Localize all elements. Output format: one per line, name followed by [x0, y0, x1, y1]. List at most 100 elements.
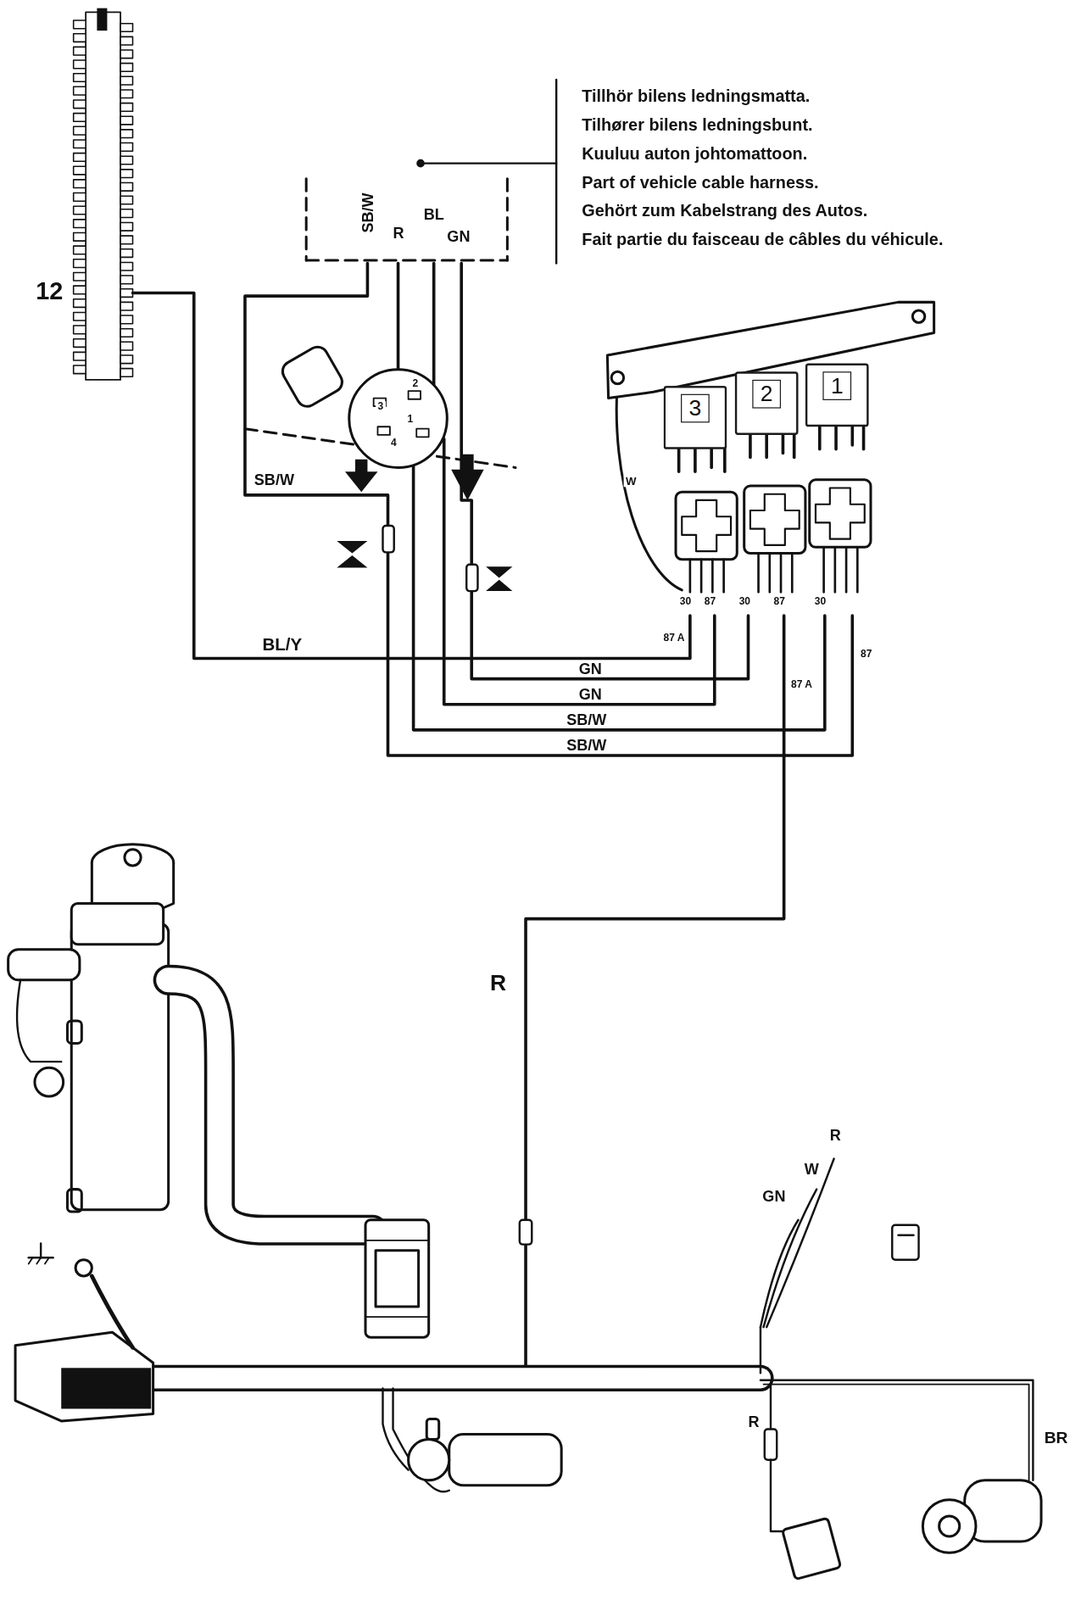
heater-unit-part [71, 924, 168, 1210]
relay-bracket-part [912, 310, 925, 323]
light-switch-part [377, 426, 390, 435]
water-pump [408, 1419, 563, 1486]
terminal-tab [120, 156, 133, 165]
pin-number: 2 [410, 378, 421, 390]
relay-pins-part [851, 424, 855, 446]
terminal-tab [120, 143, 133, 152]
note-text: Kuuluu auton johtomattoon. [579, 144, 810, 162]
relay-pins-part [693, 446, 697, 472]
terminal-tab [73, 46, 86, 56]
terminal-tab [73, 166, 86, 175]
pin-name: 30 [736, 596, 753, 607]
light-switch-part [408, 390, 421, 400]
terminal-tab [73, 259, 86, 268]
terminal-tab [120, 169, 133, 179]
thin-wires-part [382, 1387, 408, 1470]
terminal-tab [73, 272, 86, 281]
light-switch-part [278, 343, 346, 411]
water-pump-part [408, 1439, 450, 1481]
wires-part [133, 293, 691, 659]
small-module-part [782, 1517, 842, 1579]
relay-pins-part [818, 424, 822, 450]
wire-color: SB/W [359, 189, 375, 235]
pin-name: 87 [858, 649, 875, 660]
harness-connector [365, 1220, 430, 1338]
thin-wires-part [393, 1387, 450, 1492]
cable-clip [891, 1225, 919, 1260]
control-unit-part [61, 1367, 151, 1409]
terminal-tab [120, 328, 133, 338]
terminal-tab [120, 63, 133, 73]
fuel-pump-part [922, 1499, 976, 1554]
thin-wires-part [770, 1459, 786, 1532]
light-switch [278, 343, 485, 501]
socket-lead [780, 553, 783, 593]
heater-unit-part [71, 903, 163, 945]
pin-name: 30 [812, 596, 828, 607]
connector-symbols [336, 540, 513, 591]
harness-boundary-dashed [245, 178, 516, 469]
terminal-tab [73, 20, 86, 29]
relay-pins-part [834, 424, 838, 450]
connector-symbols-part [485, 579, 513, 591]
terminal-strip-part [96, 8, 107, 31]
terminal-tab [120, 89, 133, 99]
note-text: Part of vehicle cable harness. [579, 173, 821, 191]
relay-box: 3 [663, 385, 728, 450]
terminal-tab [73, 139, 86, 149]
note-text: Fait partie du faisceau de câbles du véh… [579, 230, 946, 248]
wire-color: W [624, 475, 639, 487]
harness-tube [153, 980, 761, 1379]
wire-color: GN [445, 228, 473, 245]
socket-lead [822, 546, 825, 592]
control-unit-part [44, 1257, 50, 1264]
pin-number: 1 [405, 414, 416, 425]
harness-boundary-dashed-part [306, 259, 508, 262]
terminal-tab [73, 126, 86, 135]
terminal-tab [120, 183, 133, 192]
socket-cavity [750, 494, 800, 546]
harness-tube-part [168, 980, 374, 1231]
terminal-tab [120, 23, 133, 33]
terminal-tab [73, 339, 86, 348]
inline-connectors-part [466, 564, 478, 591]
wires-part [413, 439, 825, 730]
water-pump-part [426, 1419, 439, 1440]
socket-cavity [815, 487, 865, 539]
terminal-strip [73, 8, 134, 380]
terminal-tab [73, 285, 86, 295]
relay-box: 2 [735, 371, 799, 435]
wire-color: R [827, 1126, 843, 1143]
heater-unit-part [16, 980, 62, 1062]
wire-color: GN [576, 685, 604, 702]
wire-color: BL [421, 206, 446, 222]
pin-name: 87 [771, 596, 787, 607]
terminal-tab [73, 153, 86, 162]
terminal-tab [73, 206, 86, 215]
terminal-tab [120, 235, 133, 245]
relay-pins-part [792, 432, 797, 457]
terminal-tab [73, 351, 86, 361]
terminal-tab [73, 193, 86, 202]
relay-box: 1 [805, 363, 870, 428]
control-unit [15, 1242, 154, 1421]
terminal-tab [73, 245, 86, 255]
note-text: Tillhör bilens ledningsmatta. [579, 88, 813, 106]
control-unit-part [75, 1259, 92, 1277]
wire-color: R [746, 1413, 762, 1429]
terminal-tab [120, 315, 133, 324]
thin-wires [382, 1159, 1033, 1532]
harness-note-bracket [417, 79, 557, 264]
wire-color: BL/Y [260, 635, 304, 653]
relay-number: 3 [680, 394, 710, 424]
wires-part [429, 439, 715, 705]
pin-name: 87 [702, 596, 718, 607]
harness-note-bracket-part [420, 161, 557, 164]
relay-bracket-part [611, 371, 624, 384]
terminal-tab [120, 249, 133, 258]
terminal-tab [120, 275, 133, 285]
socket-lead [834, 546, 837, 592]
terminal-tab [120, 209, 133, 218]
terminal-tab [120, 261, 133, 271]
